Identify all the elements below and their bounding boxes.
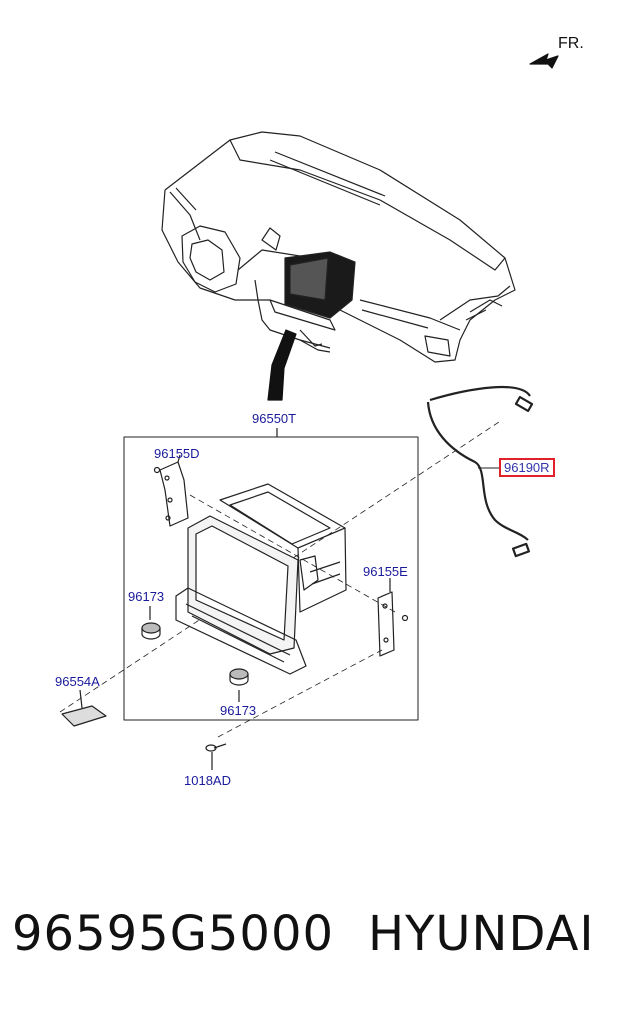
dashboard-illustration (161, 131, 516, 363)
brand-name: HYUNDAI (368, 906, 595, 962)
knob-upper (141, 622, 161, 640)
exploded-parts-diagram (59, 53, 559, 770)
callout-96173-upper[interactable]: 96173 (128, 589, 165, 604)
callout-96155e[interactable]: 96155E (363, 564, 408, 579)
callout-96550t[interactable]: 96550T (252, 411, 297, 426)
callout-96155d[interactable]: 96155D (154, 446, 200, 461)
pad-96554a (61, 705, 107, 727)
callout-96190r[interactable]: 96190R (499, 458, 555, 477)
front-direction-label: FR. (558, 35, 584, 52)
head-unit-assembly (175, 483, 347, 675)
assembly-frame (123, 436, 419, 721)
callout-96173-lower[interactable]: 96173 (220, 703, 257, 718)
cable-96190r (426, 386, 534, 558)
knob-lower (229, 668, 249, 686)
front-direction-arrow-icon (529, 53, 559, 69)
callout-96554a[interactable]: 96554A (55, 674, 100, 689)
head-unit-on-dash (269, 251, 356, 347)
bracket-left (153, 461, 189, 527)
callout-1018ad[interactable]: 1018AD (184, 773, 231, 788)
part-number: 96595G5000 (12, 906, 335, 962)
location-arrow (267, 329, 297, 401)
screw-icon (205, 743, 227, 752)
bracket-right (377, 591, 409, 657)
